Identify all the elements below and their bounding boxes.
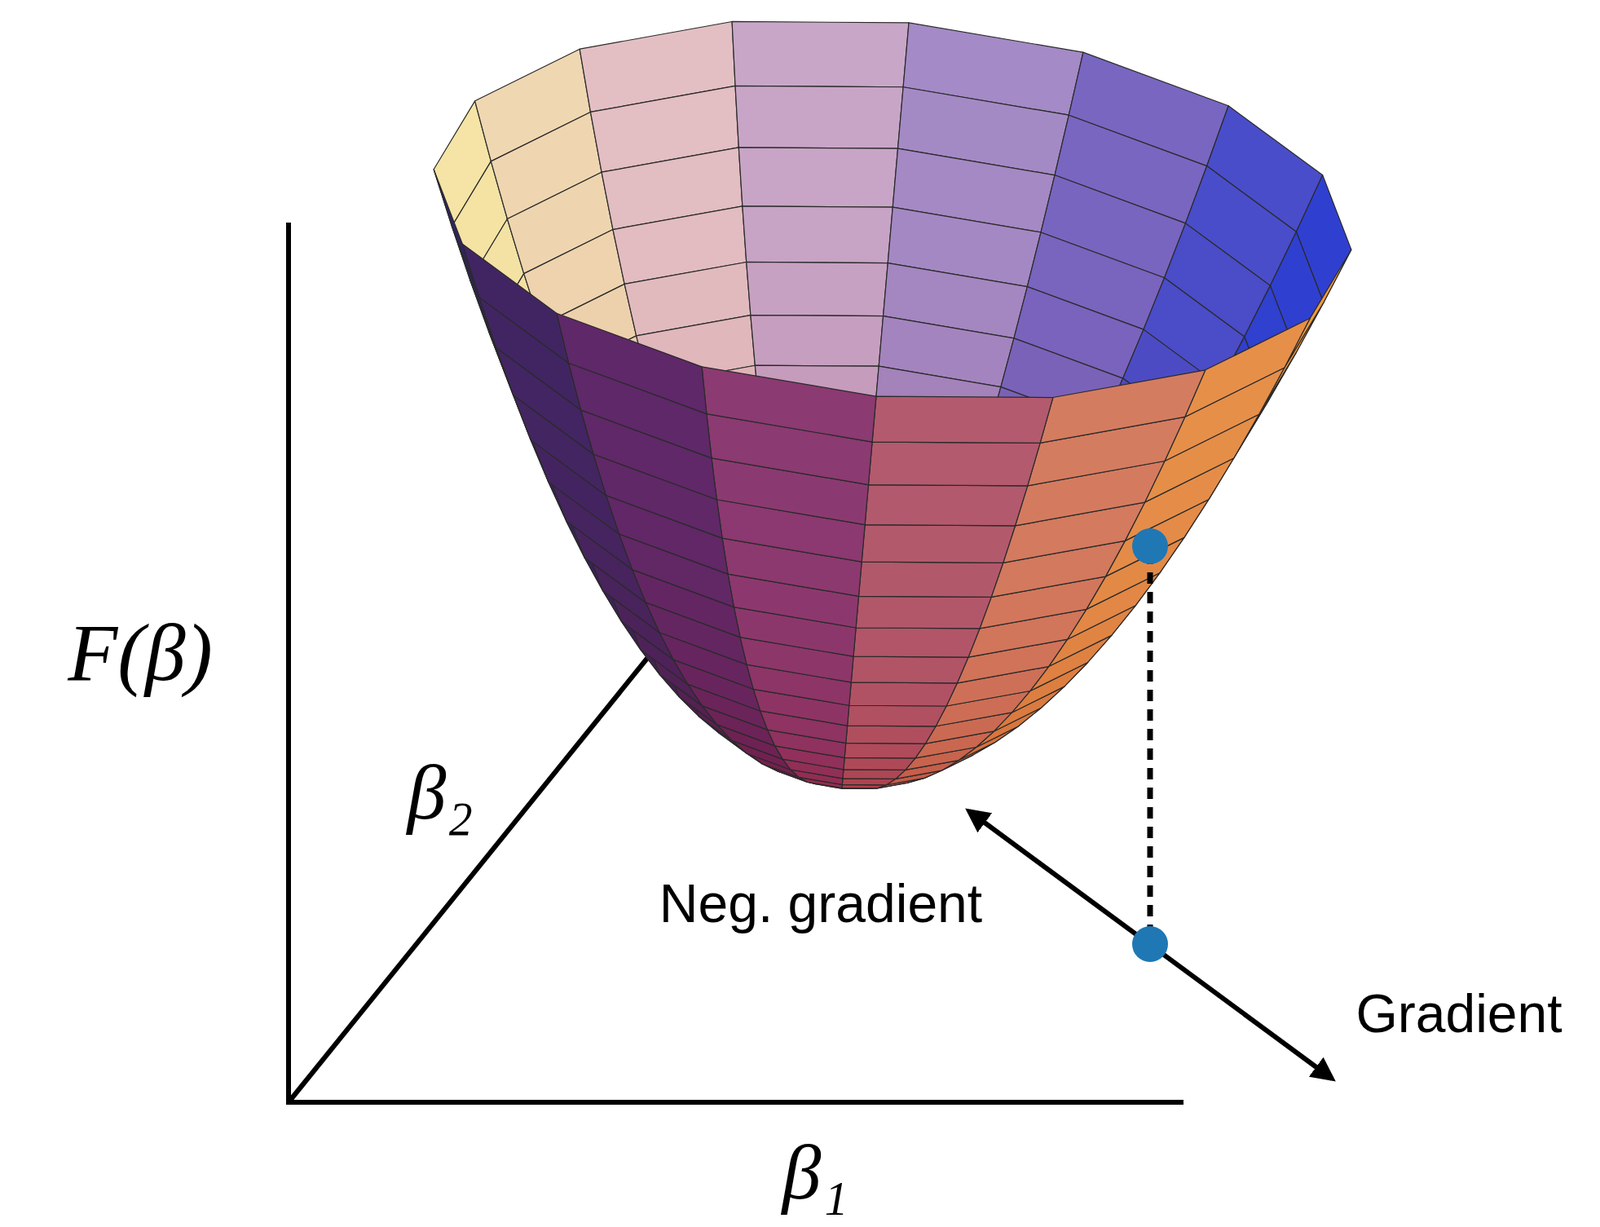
- surface-point: [1132, 528, 1169, 565]
- beta1-axis: [286, 1099, 1184, 1105]
- surface-facet: [453, 243, 579, 363]
- gradient-marks: [969, 528, 1332, 1079]
- surface-facet: [1185, 308, 1311, 428]
- arrow-label: Neg. gradient: [659, 876, 983, 931]
- paraboloid-surface: [383, 0, 1368, 829]
- vertical-axis: [286, 222, 291, 1102]
- plane-point: [1132, 925, 1169, 962]
- surface-facet: [1284, 244, 1352, 373]
- surface-facet: [1040, 356, 1206, 457]
- gradient-arrow: [969, 811, 1332, 1079]
- beta2-axis: [288, 656, 649, 1102]
- axes: [286, 222, 1184, 1102]
- arrow-label: Gradient: [1355, 986, 1562, 1041]
- projection-dashed-line: [1147, 552, 1154, 938]
- axis-label: F(β): [67, 612, 213, 694]
- surface-facet: [549, 312, 715, 414]
- surface-facet: [423, 169, 490, 298]
- surface-facet: [696, 366, 878, 442]
- axis-label: β₂: [406, 753, 473, 832]
- surface-facet: [872, 382, 1054, 458]
- axis-label: β₁: [781, 1132, 848, 1212]
